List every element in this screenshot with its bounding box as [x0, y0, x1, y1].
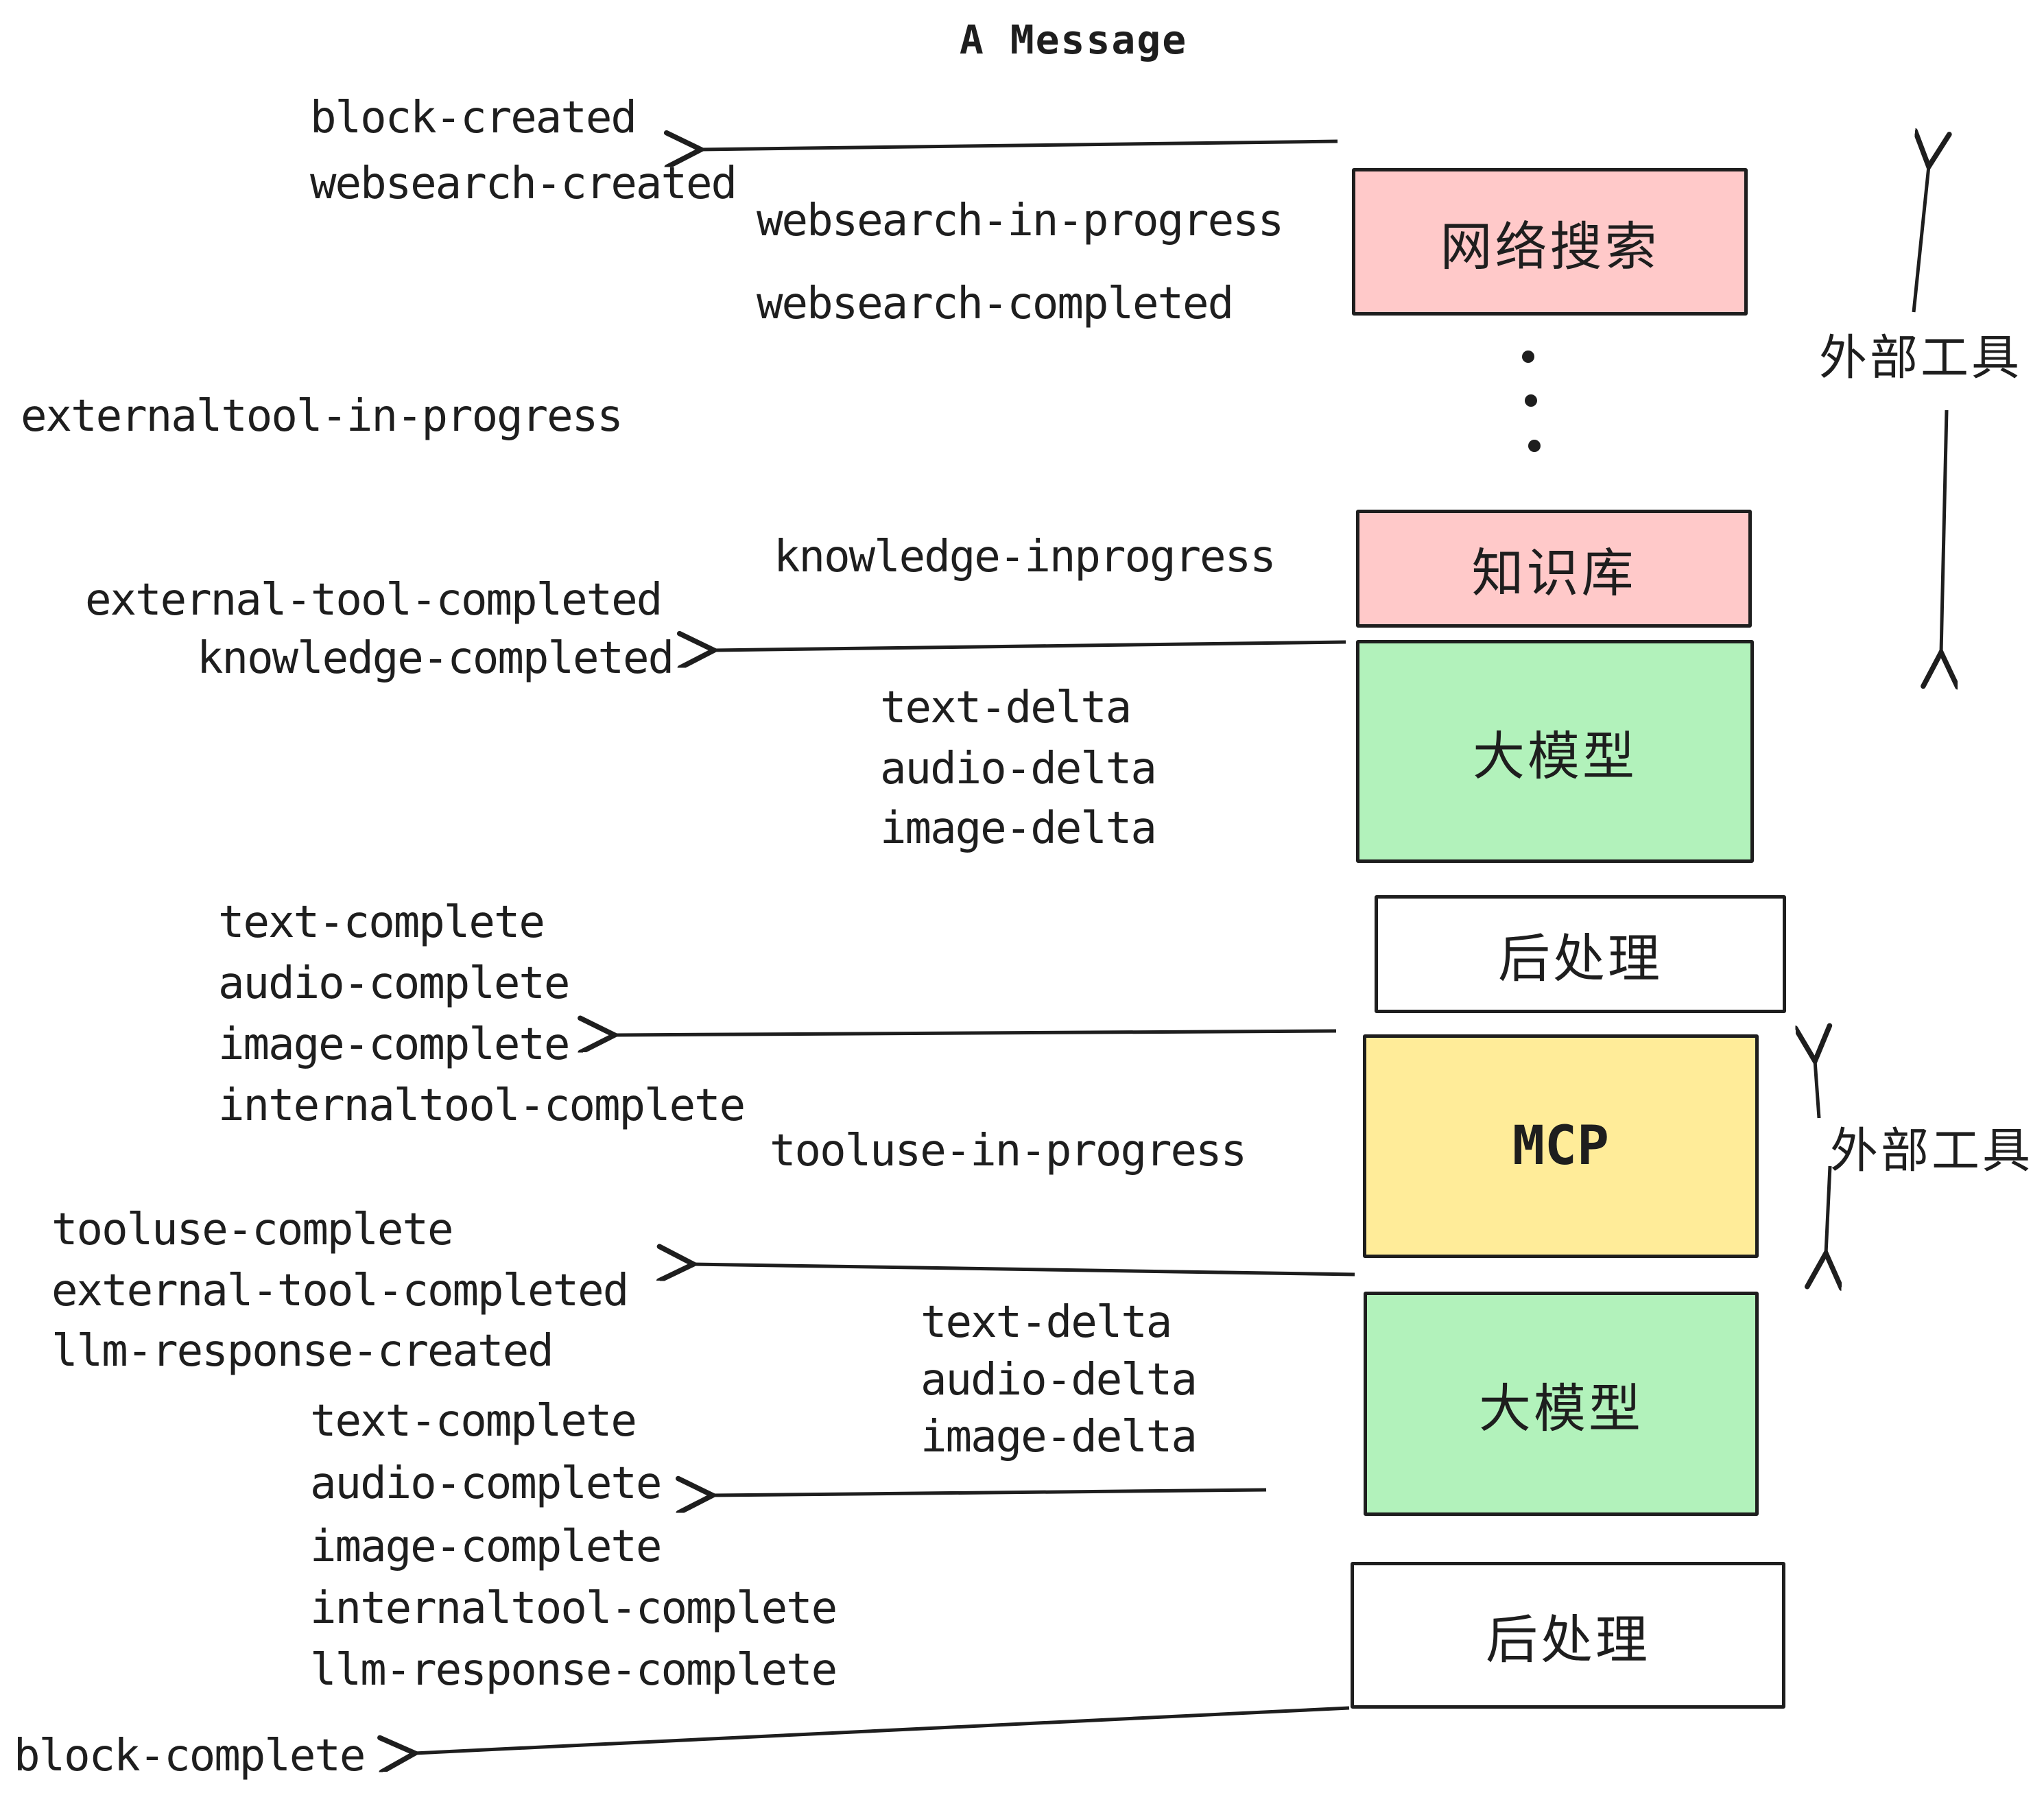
event-external-tool-completed: external-tool-completed [85, 575, 663, 626]
event-knowledge-inprogress: knowledge-inprogress [774, 532, 1276, 582]
ellipsis-dot-2 [1525, 394, 1537, 407]
box-llm-2: 大模型 [1364, 1292, 1759, 1516]
event-externaltool-in-progress: externaltool-in-progress [21, 391, 623, 442]
event-audio-delta-2: audio-delta [920, 1355, 1198, 1405]
event-websearch-created: websearch-created [310, 158, 737, 209]
event-image-delta: image-delta [880, 803, 1157, 854]
event-image-complete-2: image-complete [310, 1521, 662, 1572]
box-postprocess-1-label: 后处理 [1498, 930, 1663, 988]
box-llm-2-label: 大模型 [1479, 1379, 1643, 1438]
side-label-external-tools-1: 外部工具 [1819, 331, 2022, 385]
ellipsis-dot-3 [1528, 440, 1541, 452]
arrow-to-block-complete [414, 1706, 1350, 1753]
external-tools-arrow-down-2 [1826, 1165, 1830, 1254]
event-llm-response-created: llm-response-created [51, 1326, 554, 1377]
event-image-complete: image-complete [218, 1019, 570, 1070]
event-text-complete: text-complete [218, 897, 545, 948]
event-internaltool-complete-2: internaltool-complete [310, 1583, 837, 1634]
box-postprocess-1: 后处理 [1375, 895, 1786, 1013]
box-postprocess-2-label: 后处理 [1486, 1611, 1650, 1670]
event-text-delta-2: text-delta [920, 1297, 1172, 1348]
event-websearch-in-progress: websearch-in-progress [757, 195, 1284, 246]
event-websearch-completed: websearch-completed [757, 278, 1234, 329]
event-internaltool-complete: internaltool-complete [218, 1080, 746, 1131]
box-llm-1: 大模型 [1356, 640, 1754, 863]
box-mcp: MCP [1363, 1034, 1759, 1258]
event-tooluse-in-progress: tooluse-in-progress [770, 1126, 1247, 1176]
box-websearch: 网络搜索 [1352, 168, 1748, 316]
arrow-to-block-created [700, 141, 1338, 150]
box-websearch-label: 网络搜索 [1440, 217, 1660, 276]
event-block-created: block-created [310, 93, 637, 143]
box-knowledge-label: 知识库 [1471, 545, 1637, 603]
box-knowledge: 知识库 [1356, 510, 1752, 628]
event-tooluse-complete: tooluse-complete [51, 1204, 453, 1255]
external-tools-arrow-down-1 [1941, 410, 1947, 653]
box-mcp-label: MCP [1512, 1115, 1609, 1177]
arrow-to-tooluse-complete [693, 1264, 1355, 1274]
external-tools-arrow-up-2 [1815, 1060, 1819, 1119]
event-audio-complete: audio-complete [218, 958, 570, 1009]
event-external-tool-completed-2: external-tool-completed [51, 1266, 629, 1316]
event-text-complete-2: text-complete [310, 1396, 637, 1447]
external-tools-arrow-up-1 [1912, 166, 1929, 313]
box-llm-1-label: 大模型 [1473, 727, 1637, 786]
arrow-to-audio-complete [712, 1490, 1267, 1495]
event-block-complete: block-complete [14, 1731, 366, 1781]
ellipsis-dot-1 [1522, 351, 1534, 363]
box-postprocess-2: 后处理 [1351, 1562, 1785, 1709]
event-llm-response-complete: llm-response-complete [310, 1645, 837, 1696]
diagram-title: A Message [959, 16, 1188, 63]
event-audio-complete-2: audio-complete [310, 1458, 662, 1509]
arrow-to-knowledge-completed [713, 642, 1346, 650]
side-label-external-tools-2: 外部工具 [1830, 1124, 2033, 1178]
event-audio-delta: audio-delta [880, 744, 1157, 794]
event-text-delta: text-delta [880, 683, 1132, 733]
event-image-delta-2: image-delta [920, 1412, 1198, 1462]
event-knowledge-completed: knowledge-completed [197, 633, 674, 684]
arrow-to-image-complete [614, 1031, 1337, 1035]
